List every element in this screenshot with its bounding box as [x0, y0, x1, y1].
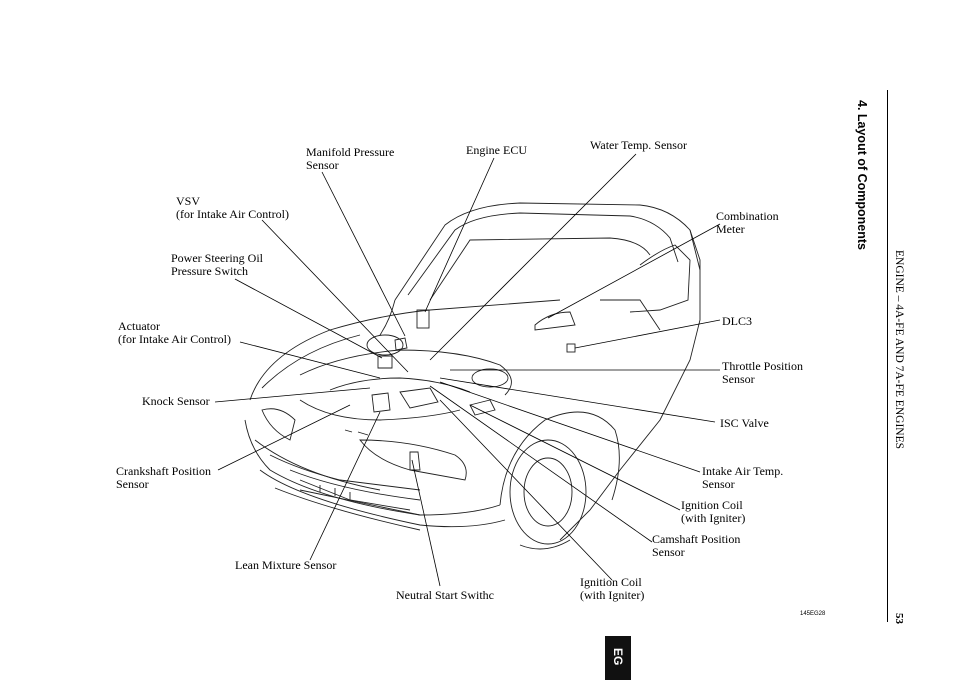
label-knock-sensor: Knock Sensor [142, 395, 210, 408]
margin-rule [887, 90, 888, 622]
label-line: Throttle Position [722, 359, 803, 373]
label-line: Sensor [722, 372, 755, 386]
label-intake-air-temp-sensor: Intake Air Temp. Sensor [702, 465, 783, 491]
label-isc-valve: ISC Valve [720, 417, 769, 430]
section-tab: EG [605, 636, 631, 680]
label-line: Knock Sensor [142, 394, 210, 408]
label-line: DLC3 [722, 314, 752, 328]
car-outline [244, 202, 701, 550]
label-vsv: VSV (for Intake Air Control) [176, 195, 289, 221]
label-lean-mixture-sensor: Lean Mixture Sensor [235, 559, 336, 572]
label-line: Lean Mixture Sensor [235, 558, 337, 572]
label-manifold-pressure-sensor: Manifold Pressure Sensor [306, 146, 394, 172]
section-tab-label: EG [611, 648, 625, 666]
label-neutral-start-switch: Neutral Start Swithc [396, 589, 494, 602]
page-number: 53 [893, 613, 905, 624]
label-line: Actuator [118, 319, 160, 333]
label-camshaft-position-sensor: Camshaft Position Sensor [652, 533, 740, 559]
label-power-steering-switch: Power Steering Oil Pressure Switch [171, 252, 263, 278]
label-line: Ignition Coil [681, 498, 743, 512]
label-line: Sensor [116, 477, 149, 491]
label-ignition-coil-right: Ignition Coil (with Igniter) [681, 499, 745, 525]
figure-code: 145EG28 [800, 611, 826, 617]
label-line: Pressure Switch [171, 264, 248, 278]
label-line: (for Intake Air Control) [118, 332, 231, 346]
label-line: (for Intake Air Control) [176, 207, 289, 221]
label-water-temp-sensor: Water Temp. Sensor [590, 139, 687, 152]
label-line: Neutral Start Swithc [396, 588, 494, 602]
section-title: 4. Layout of Components [855, 100, 869, 250]
label-line: Sensor [306, 158, 339, 172]
label-engine-ecu: Engine ECU [466, 144, 527, 157]
label-line: ISC Valve [720, 416, 769, 430]
label-line: Manifold Pressure [306, 145, 395, 159]
running-header: ENGINE – 4A-FE AND 7A-FE ENGINES [893, 250, 905, 449]
label-ignition-coil-bottom: Ignition Coil (with Igniter) [580, 576, 644, 602]
label-line: Combination [716, 209, 779, 223]
label-line: Engine ECU [466, 143, 527, 157]
label-dlc3: DLC3 [722, 315, 752, 328]
label-line: Intake Air Temp. [702, 464, 784, 478]
label-combination-meter: Combination Meter [716, 210, 779, 236]
label-line: (with Igniter) [580, 588, 645, 602]
label-line: Ignition Coil [580, 575, 642, 589]
label-line: Meter [716, 222, 745, 236]
label-line: Camshaft Position [652, 532, 741, 546]
label-line: VSV [176, 194, 201, 208]
label-line: Sensor [652, 545, 685, 559]
label-throttle-position-sensor: Throttle Position Sensor [722, 360, 803, 386]
label-line: Sensor [702, 477, 735, 491]
leader-lines [214, 153, 721, 587]
label-line: Crankshaft Position [116, 464, 211, 478]
label-line: Water Temp. Sensor [590, 138, 687, 152]
label-actuator: Actuator (for Intake Air Control) [118, 320, 231, 346]
label-crankshaft-position-sensor: Crankshaft Position Sensor [116, 465, 211, 491]
label-line: Power Steering Oil [171, 251, 263, 265]
label-line: (with Igniter) [681, 511, 746, 525]
